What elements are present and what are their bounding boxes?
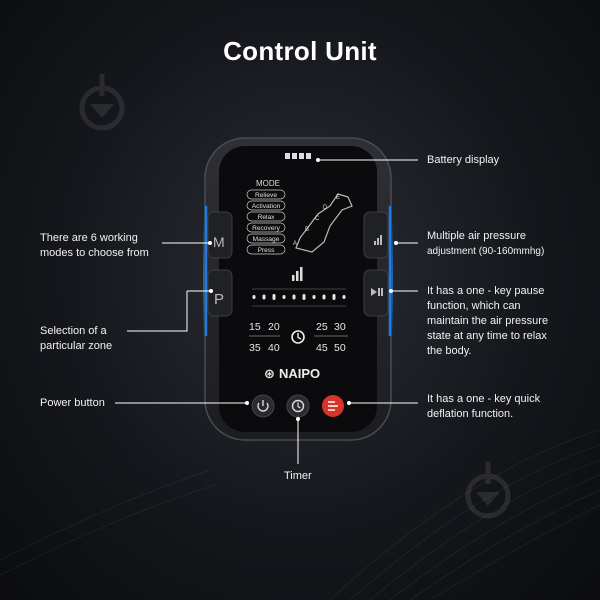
mode-button-label: M: [213, 234, 225, 250]
level-dot: [262, 294, 266, 300]
callout-battery: Battery display: [427, 154, 500, 166]
callout-deflate-line: deflation function.: [427, 408, 514, 420]
zone-letter: B: [305, 227, 309, 233]
power-icon: [257, 402, 269, 412]
timer-value: 20: [268, 321, 280, 333]
callout-zone-line: particular zone: [40, 340, 113, 352]
mode-pill: [246, 244, 286, 255]
pressure-button-icon: [374, 235, 382, 245]
callout-pause-line: It has a one - key pause: [427, 285, 545, 297]
deflate-button[interactable]: [322, 395, 344, 417]
callout-deflate-line: It has a one - key quick: [427, 393, 541, 405]
timer-value: 45: [316, 342, 328, 354]
callout-modes-line: There are 6 working: [40, 232, 138, 244]
brand-name: NAIPO: [279, 366, 320, 381]
mode-pill: [246, 233, 286, 244]
brand-mark: ⊛: [264, 366, 275, 381]
level-dot: [282, 295, 286, 299]
callout-power: Power button: [40, 397, 105, 409]
level-dot: [342, 295, 346, 299]
callout-zone: Selection of a particular zone: [40, 324, 112, 354]
callout-modes-line: modes to choose from: [40, 247, 149, 259]
timer-value: 30: [334, 321, 346, 333]
level-dot: [312, 295, 316, 299]
mode-label: Relax: [258, 214, 276, 221]
timer-icon: [291, 330, 305, 344]
zone-letter: E: [336, 195, 340, 201]
timer-value: 40: [268, 342, 280, 354]
timer-value: 50: [334, 342, 346, 354]
callout-modes: There are 6 working modes to choose from: [40, 231, 149, 261]
callout-pause-line: maintain the air pressure: [427, 315, 549, 327]
page-title: Control Unit: [223, 36, 377, 66]
download-arrow-icon: [79, 74, 125, 131]
callout-deflate: It has a one - key quick deflation funct…: [427, 392, 540, 422]
mode-label: Activation: [252, 203, 281, 210]
level-dot: [332, 294, 336, 300]
leg-outline: [295, 193, 353, 253]
mode-label: Recovery: [252, 225, 281, 232]
deflate-icon: [328, 401, 338, 411]
timer-button[interactable]: [286, 394, 310, 418]
callout-timer: Timer: [284, 470, 312, 482]
battery-icon: [285, 153, 311, 159]
signal-bars-icon: [292, 267, 303, 281]
mode-label: Relieve: [255, 192, 277, 199]
callout-pause-line: the body.: [427, 345, 472, 357]
level-dot: [272, 294, 276, 300]
timer-value: 35: [249, 342, 261, 354]
mode-pill: [246, 222, 286, 233]
callout-pressure-line: adjustment (90-160mmhg): [427, 246, 545, 257]
callout-zone-line: Selection of a: [40, 325, 107, 337]
play-pause-icon: [371, 288, 383, 296]
timer-value: 15: [249, 321, 261, 333]
zone-letter: C: [315, 216, 320, 222]
callout-pause-line: function, which can: [427, 300, 521, 312]
callout-pause: It has a one - key pause function, which…: [427, 284, 548, 359]
callout-pressure-line: Multiple air pressure: [427, 230, 527, 242]
mode-pill: [246, 200, 286, 211]
mode-label: Massage: [253, 236, 280, 243]
mode-heading: MODE: [256, 179, 280, 188]
zone-letter: D: [323, 205, 328, 211]
level-dot: [292, 294, 296, 300]
zone-letter: A: [293, 241, 297, 247]
mode-pill: [246, 211, 286, 222]
power-button[interactable]: [251, 394, 275, 418]
timer-value: 25: [316, 321, 328, 333]
level-dot: [302, 294, 306, 300]
mode-label: Press: [258, 247, 276, 254]
zone-button-label: P: [214, 291, 224, 308]
callout-pause-line: state at any time to relax: [427, 330, 547, 342]
download-arrow-icon: [465, 462, 511, 519]
mode-pill: [246, 189, 286, 200]
callout-pressure: Multiple air pressure adjustment (90-160…: [427, 229, 544, 259]
level-dot: [252, 295, 256, 299]
level-dot: [322, 294, 326, 300]
